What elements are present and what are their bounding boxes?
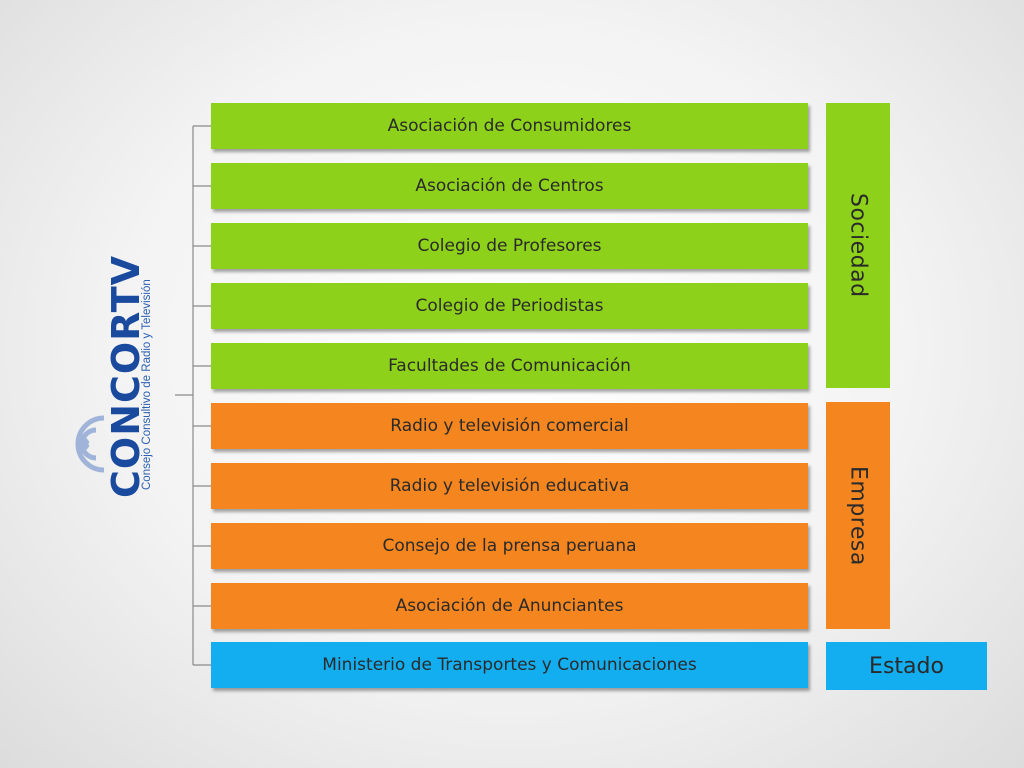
member-row[interactable]: Asociación de Anunciantes xyxy=(211,583,808,629)
member-label: Colegio de Periodistas xyxy=(415,296,604,316)
category-estado: Estado xyxy=(826,642,987,690)
member-row[interactable]: Radio y televisión comercial xyxy=(211,403,808,449)
member-row[interactable]: Colegio de Periodistas xyxy=(211,283,808,329)
member-label: Radio y televisión comercial xyxy=(390,416,629,436)
category-label: Sociedad xyxy=(845,193,871,298)
member-row[interactable]: Colegio de Profesores xyxy=(211,223,808,269)
category-empresa: Empresa xyxy=(826,402,890,629)
member-label: Consejo de la prensa peruana xyxy=(382,536,637,556)
member-label: Colegio de Profesores xyxy=(417,236,602,256)
member-label: Ministerio de Transportes y Comunicacion… xyxy=(322,655,697,675)
member-row[interactable]: Asociación de Centros xyxy=(211,163,808,209)
member-label: Facultades de Comunicación xyxy=(388,356,631,376)
category-label: Empresa xyxy=(845,465,871,566)
member-row[interactable]: Facultades de Comunicación xyxy=(211,343,808,389)
member-row[interactable]: Radio y televisión educativa xyxy=(211,463,808,509)
member-label: Asociación de Anunciantes xyxy=(395,596,624,616)
logo-subtitle: Consejo Consultivo de Radio y Televisión xyxy=(141,279,153,490)
member-label: Radio y televisión educativa xyxy=(389,476,630,496)
member-label: Asociación de Consumidores xyxy=(387,116,632,136)
category-sociedad: Sociedad xyxy=(826,103,890,388)
member-label: Asociación de Centros xyxy=(415,176,604,196)
member-row[interactable]: Ministerio de Transportes y Comunicacion… xyxy=(211,642,808,688)
member-row[interactable]: Asociación de Consumidores xyxy=(211,103,808,149)
member-row[interactable]: Consejo de la prensa peruana xyxy=(211,523,808,569)
category-label: Estado xyxy=(869,653,944,679)
